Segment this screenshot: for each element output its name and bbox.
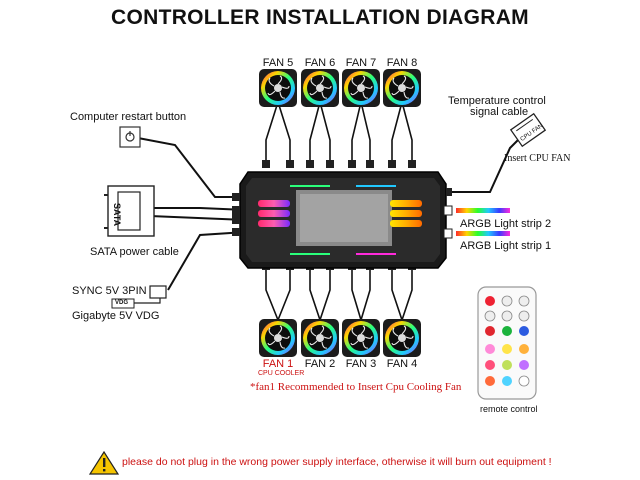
top-fan-cables: [265, 101, 413, 165]
cpu-fan-connector-icon: [509, 112, 547, 148]
fan1-note: *fan1 Recommended to Insert Cpu Cooling …: [250, 381, 462, 393]
restart-button-icon: [119, 126, 141, 148]
page-title: CONTROLLER INSTALLATION DIAGRAM: [111, 6, 529, 29]
fan-2-icon: [300, 318, 340, 358]
restart-button-label: Computer restart button: [70, 111, 187, 123]
fan-7-label: FAN 7: [345, 57, 377, 69]
temp-control-label-line2: signal cable: [470, 106, 529, 118]
warning-text: please do not plug in the wrong power su…: [122, 456, 552, 468]
fan-8-label: FAN 8: [386, 57, 418, 69]
warning-icon: [88, 450, 120, 475]
fan-1-icon: [258, 318, 298, 358]
argb-strip-2-label: ARGB Light strip 2: [460, 218, 552, 230]
temp-control-label-line1: Temperature control: [448, 95, 546, 107]
fan-5-icon: [258, 68, 298, 108]
fan-3-label: FAN 3: [345, 358, 377, 370]
fan-3-icon: [341, 318, 381, 358]
sata-connector-icon: [104, 185, 155, 237]
fan-1-sub-label: CPU COOLER: [258, 370, 305, 377]
sync-connector-icon: [111, 285, 167, 309]
insert-cpu-fan-label: Insert CPU FAN: [504, 153, 571, 164]
fan-5-label: FAN 5: [262, 57, 294, 69]
fan-6-icon: [300, 68, 340, 108]
controller-hub: [232, 171, 452, 269]
argb-strip-1: [443, 228, 510, 239]
fan-7-icon: [341, 68, 381, 108]
fan-4-icon: [382, 318, 422, 358]
fan-6-label: FAN 6: [304, 57, 336, 69]
remote-control-icon: [477, 286, 537, 400]
sync-label: SYNC 5V 3PIN: [72, 285, 147, 297]
fan-8-icon: [382, 68, 422, 108]
argb-strip-1-label: ARGB Light strip 1: [460, 240, 552, 252]
left-cables: [137, 137, 247, 291]
fan-1-label: FAN 1: [262, 358, 294, 370]
argb-strip-2: [443, 205, 510, 216]
vdg-tag: VDG: [115, 300, 129, 306]
remote-control-label: remote control: [480, 404, 538, 414]
fan-2-label: FAN 2: [304, 358, 336, 370]
bottom-fan-cables: [265, 262, 413, 321]
fan-4-label: FAN 4: [386, 358, 418, 370]
sata-text: SATA: [112, 203, 122, 227]
gigabyte-label: Gigabyte 5V VDG: [72, 310, 160, 322]
sata-cable-label: SATA power cable: [90, 246, 179, 258]
